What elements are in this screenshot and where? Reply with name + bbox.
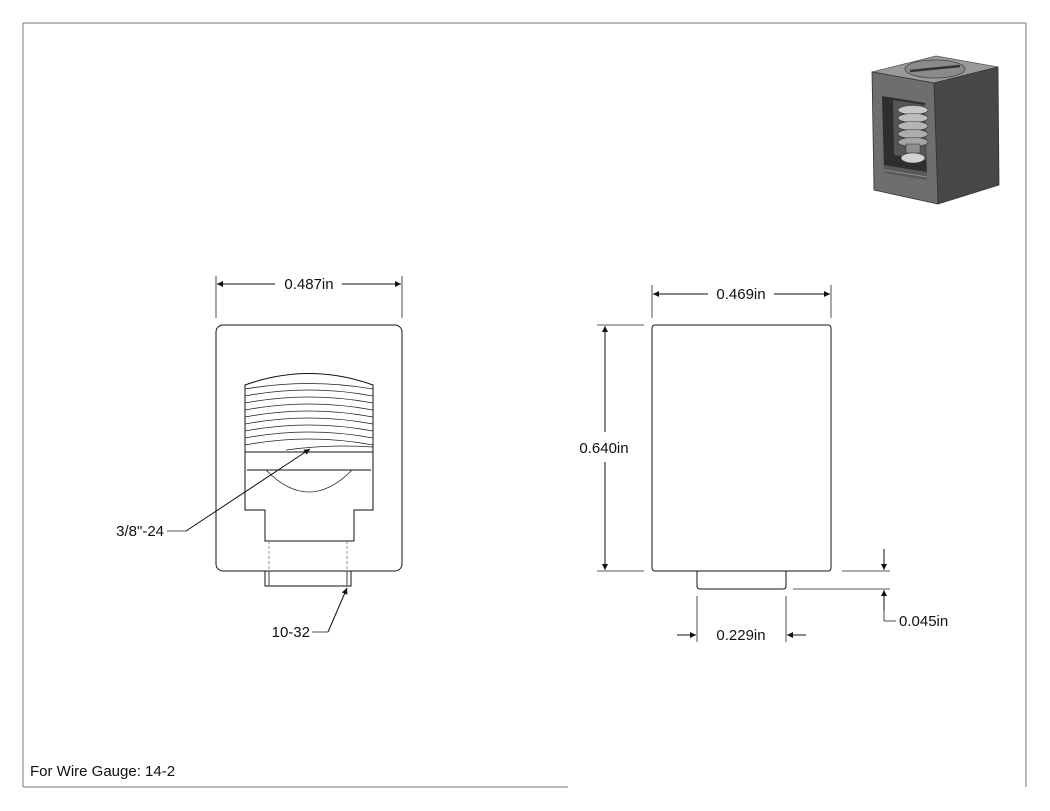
side-stud: [696, 571, 787, 590]
sheet-frame: [22, 22, 1027, 788]
callout-label-thread-large: 3/8"-24: [116, 523, 164, 540]
callout-label-thread-small: 10-32: [272, 624, 310, 641]
dimension-label-side-height: 0.640in: [579, 440, 628, 457]
pressure-plate: [265, 469, 353, 493]
iso-screw-threads: [897, 105, 929, 154]
dimension-stud-width: 0.229in: [677, 596, 806, 644]
side-view: [651, 324, 832, 590]
callout-thread-large: 3/8"-24: [116, 448, 311, 540]
front-stud: [264, 571, 352, 587]
screw-threads: [244, 383, 374, 451]
isometric-view: [871, 55, 1000, 205]
dimension-side-height: 0.640in: [579, 324, 644, 572]
dimension-label-front-width: 0.487in: [284, 276, 333, 293]
front-view: [215, 324, 403, 587]
dimension-side-width: 0.469in: [651, 285, 832, 318]
front-body-outline: [215, 324, 403, 572]
wire-window: [244, 452, 374, 542]
dimension-stud-height: 0.045in: [793, 549, 948, 630]
callout-thread-small: 10-32: [272, 587, 348, 641]
dimension-label-side-width: 0.469in: [716, 286, 765, 303]
wire-gauge-note: For Wire Gauge: 14-2: [30, 763, 175, 780]
dimension-label-stud-height: 0.045in: [899, 613, 948, 630]
dimension-label-stud-width: 0.229in: [716, 627, 765, 644]
side-body-outline: [651, 324, 832, 572]
screw-head: [244, 373, 374, 452]
dimension-front-width: 0.487in: [215, 276, 403, 318]
